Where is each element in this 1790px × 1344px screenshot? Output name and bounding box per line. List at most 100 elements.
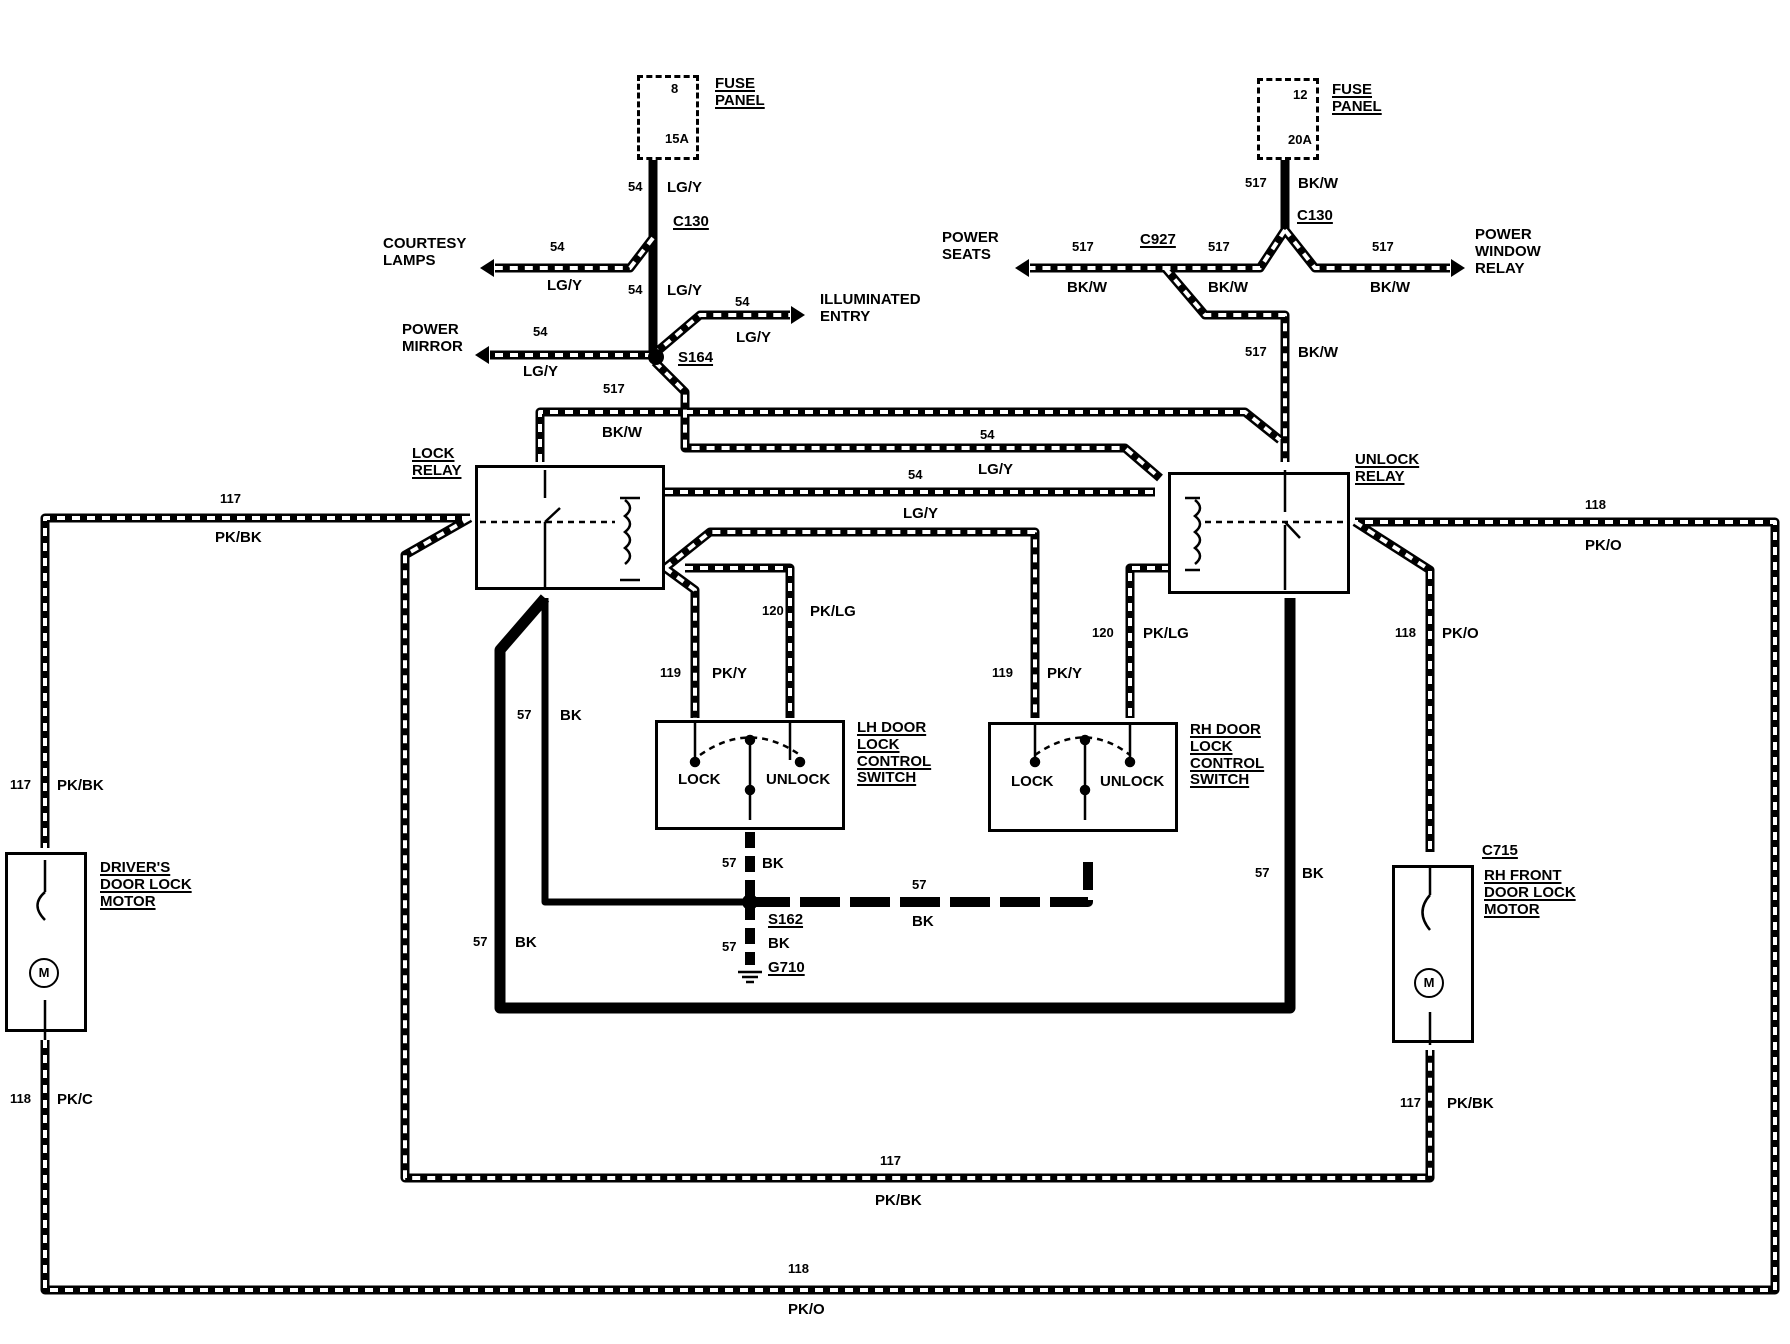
wire-label: 57 [1255, 865, 1270, 880]
wire-label: PK/BK [875, 1192, 922, 1209]
left-fuse-rating: 15A [665, 131, 689, 146]
c927-text: C927 [1140, 231, 1176, 248]
s164-label: S164 [678, 349, 714, 367]
wire-label: PK/O [788, 1301, 825, 1318]
wire-label: 120 [1092, 625, 1114, 640]
rh-switch-label: RH DOOR LOCK CONTROL SWITCH [1190, 721, 1264, 789]
rh-motor-symbol: M [1414, 968, 1444, 998]
wire-label: 57 [722, 939, 737, 954]
wire-label: LG/Y [547, 277, 583, 294]
wire-label: BK/W [1208, 279, 1248, 296]
right-fuse-title-line-2: PANEL [1332, 97, 1382, 115]
power-seats-line-1: POWER [942, 229, 999, 246]
wire-label: 120 [762, 603, 784, 618]
wire-label: LG/Y [523, 363, 559, 380]
rh-motor-line-3: MOTOR [1484, 900, 1540, 918]
wire-label: BK [515, 934, 537, 951]
power-mirror-line-2: MIRROR [402, 337, 463, 355]
wire-label: PK/BK [57, 777, 104, 794]
wire-label: PK/C [57, 1091, 93, 1108]
lock-relay-box [475, 465, 665, 590]
lh-switch-unlock-text: UNLOCK [766, 771, 831, 788]
driver-motor-line-1: DRIVER'S [100, 859, 171, 876]
wire-label: PK/Y [1047, 665, 1083, 682]
wire-label: 57 [473, 934, 488, 949]
driver-motor-box [5, 852, 87, 1032]
lh-switch-box [655, 720, 845, 830]
c130-left-label: C130 [673, 213, 709, 231]
wire-label: PK/O [1585, 537, 1622, 554]
rh-switch-line-1: RH DOOR [1190, 721, 1261, 738]
driver-motor-line-2: DOOR LOCK [100, 875, 192, 893]
lh-switch-lock-text: LOCK [678, 771, 721, 788]
wire-label: 517 [1372, 239, 1394, 254]
wire-label: BK/W [1067, 279, 1107, 296]
striped-wires [40, 160, 1780, 1295]
right-fuse-title-line-1: FUSE [1332, 81, 1373, 98]
wire-label: BK/W [602, 424, 642, 441]
wire-label: 119 [992, 665, 1013, 680]
wire-label: PK/BK [215, 529, 262, 546]
lh-switch-line-3: CONTROL [857, 752, 932, 770]
courtesy-lamps-line-2: LAMPS [383, 251, 436, 269]
rh-switch-line-4: SWITCH [1190, 771, 1250, 789]
s164-text: S164 [678, 349, 714, 366]
unlock-relay-line-1: UNLOCK [1355, 451, 1420, 468]
s162-label: S162 [768, 911, 803, 929]
power-seats-line-2: SEATS [942, 245, 991, 263]
wire-label: 517 [1245, 175, 1267, 190]
ground-wires [494, 594, 1296, 1014]
c715-text: C715 [1482, 842, 1518, 859]
rh-switch-unlock-text: UNLOCK [1100, 773, 1165, 790]
wire-label: 54 [628, 179, 643, 194]
rh-switch-line-2: LOCK [1190, 737, 1233, 755]
wire-label: 118 [10, 1091, 31, 1106]
wire-label: LG/Y [736, 329, 772, 346]
lock-relay-line-1: LOCK [412, 445, 455, 462]
left-fuse-number: 8 [671, 81, 679, 96]
wire-label: LG/Y [667, 179, 703, 196]
right-fuse-number: 12 [1293, 87, 1308, 102]
wire-label: BK/W [1370, 279, 1410, 296]
wire-label: BK/W [1298, 175, 1338, 192]
unlock-relay-internals [1185, 470, 1350, 590]
wire-label: BK [560, 707, 582, 724]
rh-motor-label: RH FRONT DOOR LOCK MOTOR [1484, 867, 1576, 918]
c715-label: C715 [1482, 842, 1518, 860]
right-fuse-rating: 20A [1288, 132, 1312, 147]
g710-text: G710 [768, 959, 805, 976]
g710-label: G710 [768, 959, 805, 977]
c927-label: C927 [1140, 231, 1176, 249]
wire-label: 54 [735, 294, 750, 309]
power-window-line-2: WINDOW [1475, 242, 1541, 260]
unlock-relay-label: UNLOCK RELAY [1355, 451, 1420, 486]
driver-motor-line-3: MOTOR [100, 892, 156, 910]
wire-label: 54 [908, 467, 923, 482]
unlock-relay-box [1168, 472, 1350, 594]
power-mirror-label: POWER MIRROR [402, 321, 463, 356]
power-seats-label: POWER SEATS [942, 229, 999, 264]
rh-motor-box [1392, 865, 1474, 1043]
wire-label: 517 [1208, 239, 1230, 254]
power-window-line-1: POWER [1475, 226, 1532, 243]
lock-relay-label: LOCK RELAY [412, 445, 461, 480]
courtesy-lamps-line-1: COURTESY [383, 235, 467, 252]
left-fuse-title-line-1: FUSE [715, 75, 756, 92]
wire-label: BK [1302, 865, 1324, 882]
c130-right-text: C130 [1297, 207, 1333, 224]
power-window-line-3: RELAY [1475, 259, 1525, 277]
rh-switch-box [988, 722, 1178, 832]
wire-label: 57 [517, 707, 532, 722]
lh-switch-line-2: LOCK [857, 735, 900, 753]
splice-dots [648, 349, 758, 910]
wire-label: 54 [533, 324, 548, 339]
wire-label: BK/W [1298, 344, 1338, 361]
wire-label: LG/Y [667, 282, 703, 299]
wire-label: 517 [603, 381, 625, 396]
driver-motor-symbol: M [29, 958, 59, 988]
right-fuse-panel-label: FUSE PANEL [1332, 81, 1382, 116]
wire-label: PK/LG [1143, 625, 1189, 642]
illuminated-entry-line-2: ENTRY [820, 307, 871, 325]
illuminated-entry-label: ILLUMINATED ENTRY [820, 291, 921, 326]
